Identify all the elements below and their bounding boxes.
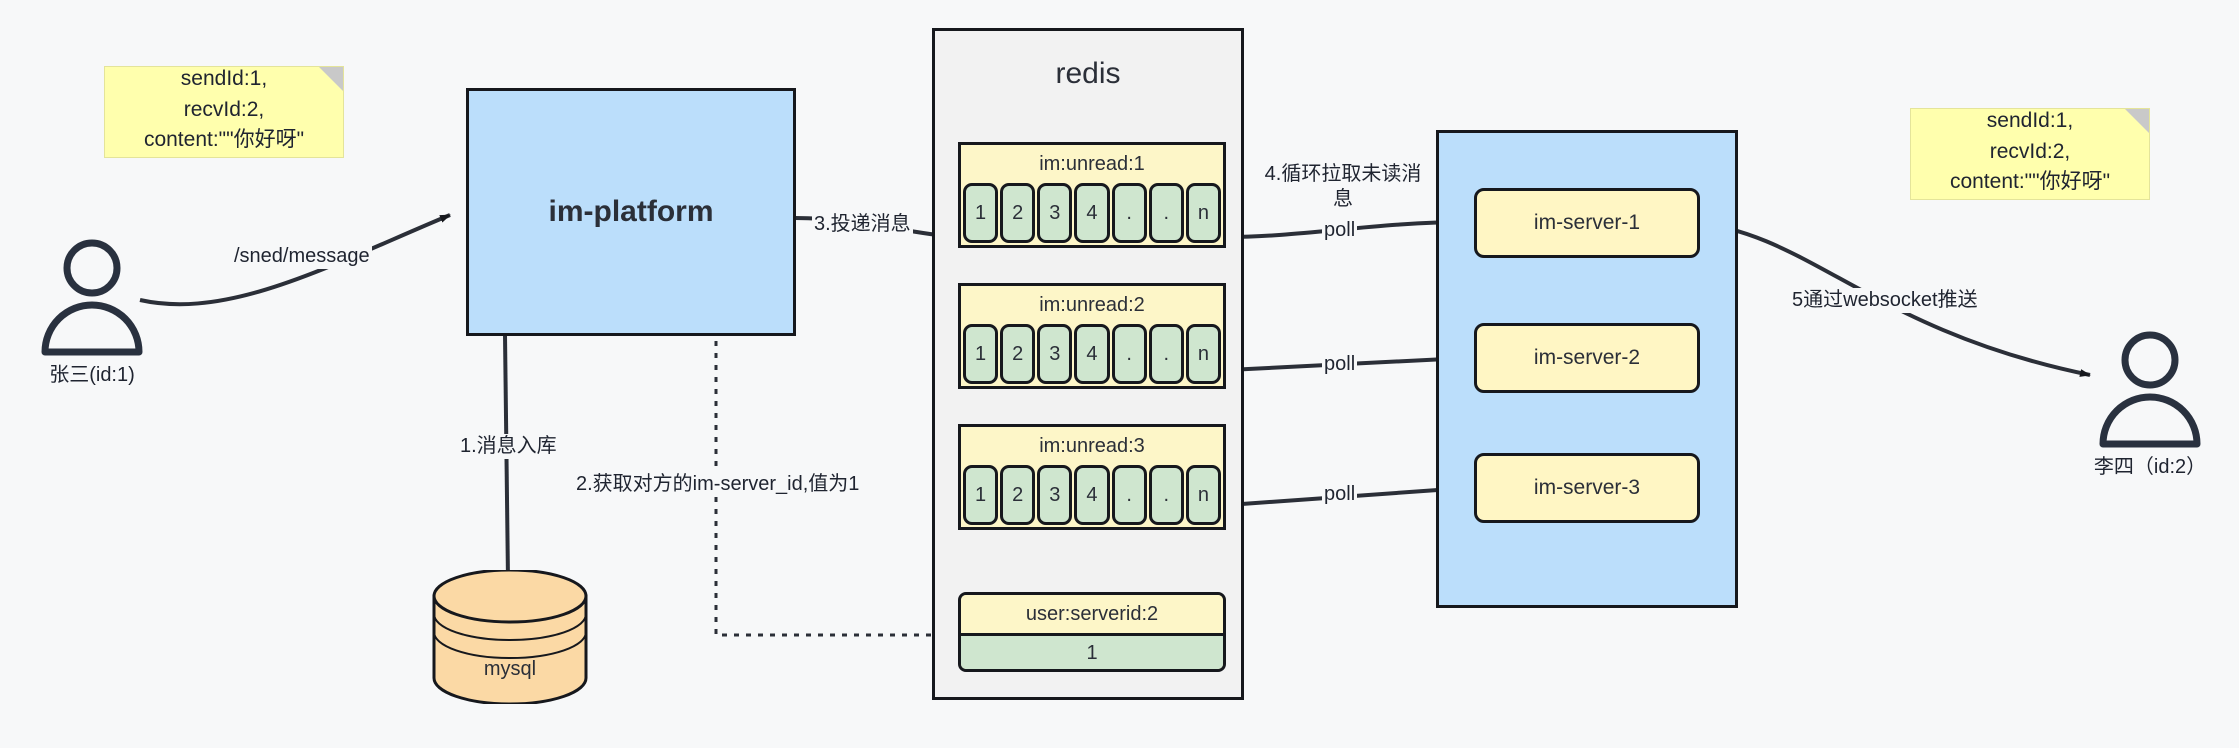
queue-cell: . (1111, 324, 1147, 384)
queue-cell: 1 (963, 465, 999, 525)
queue-cell: . (1148, 465, 1184, 525)
edge-label-step1: 1.消息入库 (458, 434, 559, 459)
edge-label-poll-2: poll (1322, 352, 1358, 377)
person-icon (2099, 331, 2201, 448)
queue-cell: . (1111, 183, 1147, 243)
redis-kv-value: 1 (961, 633, 1223, 669)
queue-cell: 3 (1037, 183, 1073, 243)
redis-kv-user-serverid[interactable]: user:serverid:2 1 (958, 592, 1226, 672)
redis-queue-2[interactable]: im:unread:3 1 2 3 4 . . n (958, 424, 1226, 530)
redis-queue-0-cells: 1 2 3 4 . . n (961, 183, 1223, 245)
note-receiver-text: sendId:1, recvId:2, content:""你好呀" (1949, 109, 2111, 194)
note-receiver-payload: sendId:1, recvId:2, content:""你好呀" (1910, 108, 2150, 200)
redis-queue-1-key: im:unread:2 (961, 286, 1223, 324)
edge-label-poll-1: poll (1322, 218, 1358, 243)
redis-queue-2-key: im:unread:3 (961, 427, 1223, 465)
note-sender-text: sendId:1, recvId:2, content:""你好呀" (143, 67, 305, 152)
queue-cell: n (1185, 465, 1221, 525)
actor-receiver-label: 李四（id:2） (2093, 456, 2207, 478)
queue-cell: . (1148, 183, 1184, 243)
queue-cell: n (1185, 183, 1221, 243)
queue-cell: 1 (963, 324, 999, 384)
im-platform-box[interactable]: im-platform (466, 88, 796, 336)
edge-label-poll-3: poll (1322, 482, 1358, 507)
queue-cell: . (1148, 324, 1184, 384)
database-cylinder-icon (432, 568, 588, 706)
queue-cell: 2 (1000, 324, 1036, 384)
actor-receiver[interactable]: 李四（id:2） (2086, 330, 2214, 478)
queue-cell: 4 (1074, 183, 1110, 243)
note-fold-icon (2125, 109, 2149, 133)
queue-cell: 1 (963, 183, 999, 243)
redis-kv-key: user:serverid:2 (961, 595, 1223, 633)
person-icon (41, 239, 143, 356)
im-server-3-box[interactable]: im-server-3 (1474, 453, 1700, 523)
im-server-2-label: im-server-2 (1533, 346, 1641, 369)
redis-queue-0[interactable]: im:unread:1 1 2 3 4 . . n (958, 142, 1226, 248)
actor-sender[interactable]: 张三(id:1) (28, 238, 156, 386)
edge-label-step2: 2.获取对方的im-server_id,值为1 (574, 472, 862, 497)
queue-cell: 4 (1074, 465, 1110, 525)
im-platform-label: im-platform (548, 195, 714, 228)
edge-label-step4: 4.循环拉取未读消 息 (1256, 162, 1430, 212)
mysql-database[interactable]: mysql (428, 568, 592, 706)
mysql-label: mysql (483, 658, 537, 680)
im-server-1-box[interactable]: im-server-1 (1474, 188, 1700, 258)
queue-cell: 3 (1037, 465, 1073, 525)
queue-cell: 3 (1037, 324, 1073, 384)
edge-label-step3: 3.投递消息 (812, 212, 913, 237)
queue-cell: 2 (1000, 183, 1036, 243)
queue-cell: 4 (1074, 324, 1110, 384)
actor-sender-label: 张三(id:1) (49, 364, 135, 386)
redis-queue-1-cells: 1 2 3 4 . . n (961, 324, 1223, 386)
im-server-3-label: im-server-3 (1533, 476, 1641, 499)
redis-queue-0-key: im:unread:1 (961, 145, 1223, 183)
redis-queue-1[interactable]: im:unread:2 1 2 3 4 . . n (958, 283, 1226, 389)
im-server-2-box[interactable]: im-server-2 (1474, 323, 1700, 393)
note-fold-icon (319, 67, 343, 91)
queue-cell: n (1185, 324, 1221, 384)
queue-cell: . (1111, 465, 1147, 525)
note-sender-payload: sendId:1, recvId:2, content:""你好呀" (104, 66, 344, 158)
edge-label-step5: 5通过websocket推送 (1790, 288, 1980, 313)
edge-label-send-message: /sned/message (232, 244, 372, 269)
queue-cell: 2 (1000, 465, 1036, 525)
redis-queue-2-cells: 1 2 3 4 . . n (961, 465, 1223, 527)
im-server-1-label: im-server-1 (1533, 211, 1641, 234)
redis-title: redis (1055, 57, 1121, 90)
